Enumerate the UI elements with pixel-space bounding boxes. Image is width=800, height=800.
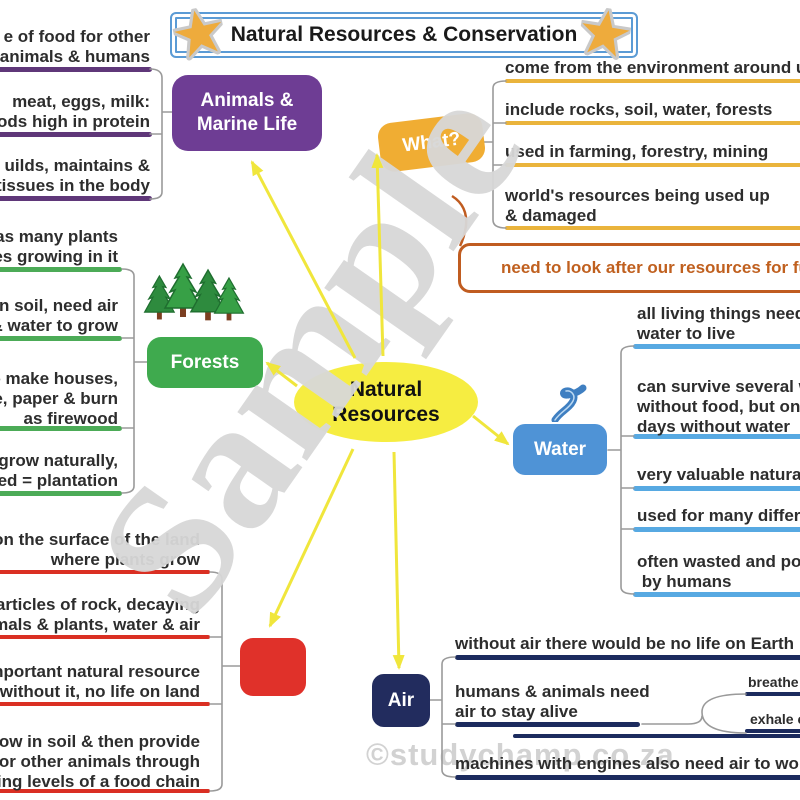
forests-item-3-underline (0, 426, 122, 431)
forests-item-2: in soil, need air & water to grow (0, 296, 118, 335)
what-item-1-underline (505, 79, 800, 83)
forests-item-2-underline (0, 336, 122, 341)
animals-item-2-underline (0, 132, 152, 137)
water-item-5-underline (633, 592, 800, 597)
air-item-2-underline (455, 722, 640, 727)
soil-item-4-underline (0, 789, 210, 793)
air-extra-line (513, 734, 800, 738)
page-title: Natural Resources & Conservation (230, 23, 578, 46)
what-item-2-underline (505, 121, 800, 125)
title-banner: Natural Resources & Conservation (170, 12, 638, 58)
air-item-3-underline (455, 775, 800, 780)
soil-item-4: grow in soil & then provide for other an… (0, 732, 200, 791)
air-subitem-breathe-underline (745, 692, 800, 696)
air-subitem-breathe: breathe (748, 674, 799, 690)
air-item-1: without air there would be no life on Ea… (455, 634, 795, 653)
what-item-1: come from the environment around us (505, 58, 800, 77)
star-icon-right (579, 7, 633, 61)
what-item-4-underline (505, 226, 800, 230)
animals-item-1-underline (0, 67, 152, 72)
center-node-label: Natural Resources (332, 378, 440, 426)
what-item-4: world's resources being used up & damage… (505, 186, 770, 225)
what-item-2: include rocks, soil, water, forests (505, 100, 773, 119)
what-item-3: used in farming, forestry, mining (505, 142, 769, 161)
forests-item-3: o make houses, e, paper & burn as firewo… (0, 369, 118, 428)
water-item-1: all living things need water to live (637, 304, 800, 343)
animals-item-3-underline (0, 196, 152, 201)
water-item-4-underline (633, 527, 800, 532)
water-item-4: used for many differen (637, 506, 800, 525)
soil-item-3-underline (0, 702, 210, 706)
soil-item-2: particles of rock, decaying nimals & pla… (0, 595, 200, 634)
animals-item-2: meat, eggs, milk: ods high in protein (0, 92, 150, 131)
star-icon-left (171, 7, 225, 61)
soil-item-1: r on the surface of the land where plant… (0, 530, 200, 569)
site-watermark: ©studychamp.co.za (366, 737, 675, 772)
soil-item-1-underline (0, 570, 210, 574)
what-item-3-underline (505, 163, 800, 167)
forests-item-1: as many plants es growing in it (0, 227, 118, 266)
river-icon (551, 384, 587, 422)
air-item-3: machines with engines also need air to w… (455, 754, 800, 773)
air-item-1-underline (455, 655, 800, 660)
node-soil (240, 638, 306, 696)
air-subitem-exhale-underline (745, 729, 800, 733)
soil-item-2-underline (0, 635, 210, 639)
what-callout-box: need to look after our resources for fut… (458, 243, 800, 293)
center-node-ellipse (294, 362, 478, 442)
water-item-2: can survive several we without food, but… (637, 377, 800, 436)
callout-connector (451, 194, 468, 247)
pine-trees-icon (143, 262, 245, 321)
water-item-3-underline (633, 486, 800, 491)
water-item-5: often wasted and pollu by humans (637, 552, 800, 591)
animals-item-1: e of food for other animals & humans (0, 27, 150, 66)
node-forests: Forests (147, 337, 263, 388)
forests-item-4: grow naturally, ted = plantation (0, 451, 118, 490)
soil-item-3: nportant natural resource without it, no… (0, 662, 200, 701)
node-animals-marine-life: Animals & Marine Life (172, 75, 322, 151)
node-water: Water (513, 424, 607, 475)
air-subitem-exhale: exhale c (750, 711, 800, 727)
water-item-2-underline (633, 434, 800, 439)
forests-item-1-underline (0, 267, 122, 272)
water-item-1-underline (633, 344, 800, 349)
animals-item-3: uilds, maintains & tissues in the body (0, 156, 150, 195)
air-item-2: humans & animals need air to stay alive (455, 682, 650, 721)
node-air: Air (372, 674, 430, 727)
forests-item-4-underline (0, 491, 122, 496)
water-item-3: very valuable natural r (637, 465, 800, 484)
